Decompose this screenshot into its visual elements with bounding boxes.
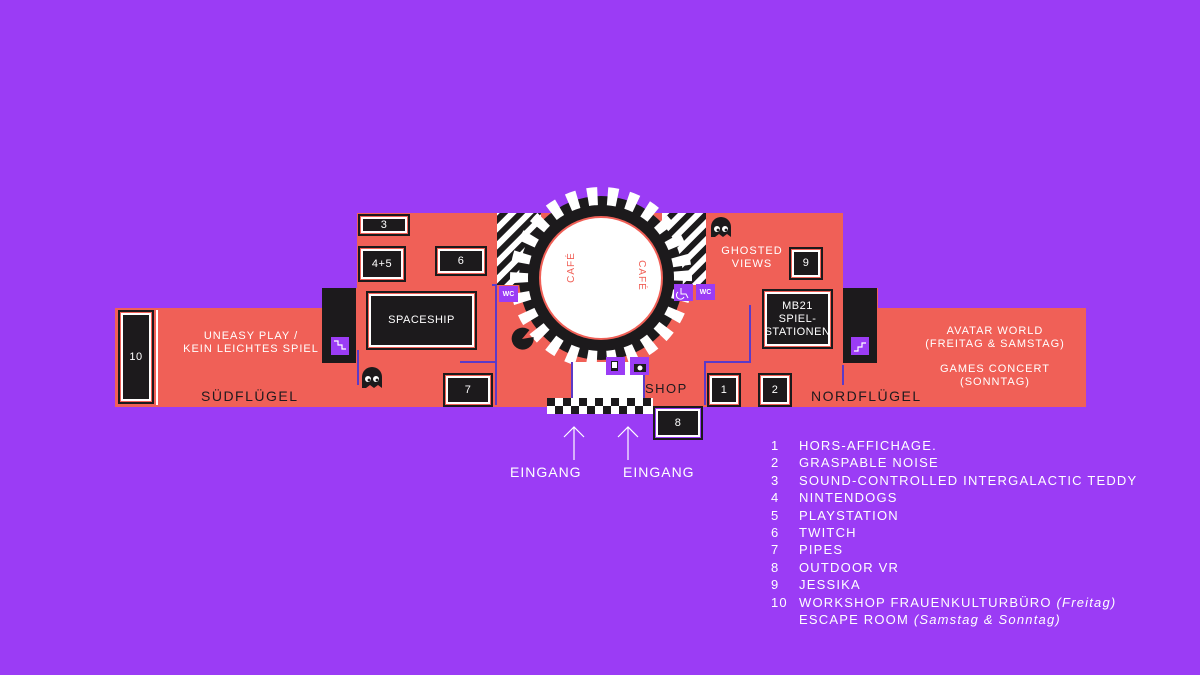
wall-line: [704, 305, 751, 405]
north-wing-label: NORDFLÜGEL: [811, 388, 922, 404]
legend-number: 2: [771, 455, 780, 471]
south-wing-label: SÜDFLÜGEL: [201, 388, 299, 404]
legend-note: (Freitag): [1056, 594, 1117, 610]
legend-label: PLAYSTATION: [799, 507, 899, 523]
avatar-world-line-2: (FREITAG & SAMSTAG): [925, 338, 1065, 350]
ghosted-views-label: GHOSTED VIEWS: [712, 245, 792, 271]
legend-label: OUTDOOR VR: [799, 559, 900, 575]
mb21-line-1: MB21: [782, 299, 813, 312]
legend-item: 7 PIPES: [771, 541, 1137, 558]
legend-number: 8: [771, 559, 780, 575]
legend-item: 1 HORS-AFFICHAGE.: [771, 437, 1137, 454]
wc-icon: WC: [499, 286, 518, 302]
legend: 1 HORS-AFFICHAGE. 2 GRASPABLE NOISE 3 SOUND-C…: [771, 437, 1137, 628]
ghost-icon: [711, 217, 731, 237]
legend-label: SOUND-CONTROLLED INTERGALACTIC TEDDY: [799, 472, 1138, 488]
legend-label: GRASPABLE NOISE: [799, 455, 939, 471]
legend-number: 4: [771, 490, 780, 506]
legend-item: 9 JESSIKA: [771, 576, 1137, 593]
booth-6[interactable]: 6: [435, 246, 487, 276]
legend-label: JESSIKA: [799, 577, 861, 593]
stairs-icon: [331, 337, 349, 355]
booth-8[interactable]: 8: [653, 406, 703, 440]
ghosted-views-line-2: VIEWS: [731, 258, 773, 270]
booth-9[interactable]: 9: [789, 247, 823, 280]
mb21-line-2: SPIEL-: [778, 312, 817, 325]
legend-number: 7: [771, 542, 780, 558]
legend-number: 5: [771, 507, 780, 523]
legend-label: NINTENDOGS: [799, 490, 898, 506]
avatar-world-label: AVATAR WORLD (FREITAG & SAMSTAG): [910, 325, 1080, 351]
games-concert-label: GAMES CONCERT (SONNTAG): [910, 363, 1080, 389]
legend-item: 4 NINTENDOGS: [771, 489, 1137, 506]
uneasy-play-line-1: UNEASY PLAY /: [203, 330, 299, 342]
shop-label: SHOP: [645, 381, 688, 396]
legend-number: 3: [771, 472, 780, 488]
legend-label: TWITCH: [799, 525, 857, 541]
legend-note: (Samstag & Sonntag): [913, 612, 1061, 628]
games-concert-line-1: GAMES CONCERT: [940, 363, 1050, 375]
legend-number: [771, 611, 799, 628]
booth-3[interactable]: 3: [358, 214, 410, 236]
accessible-icon: [674, 284, 693, 301]
legend-number: 10: [771, 594, 788, 610]
north-wing-floor: [876, 308, 1086, 407]
wall-line: [460, 284, 497, 363]
uneasy-play-label: UNEASY PLAY / KEIN LEICHTES SPIEL: [176, 330, 326, 356]
cafe-label-left: CAFÉ: [565, 252, 577, 283]
entrance-arrow-icon: [617, 426, 639, 460]
games-concert-line-2: (SONNTAG): [960, 376, 1030, 388]
entrance-label-left: EINGANG: [510, 464, 582, 480]
legend-item: ESCAPE ROOM (Samstag & Sonntag): [771, 611, 1137, 628]
ghost-icon: [362, 367, 382, 388]
legend-item: 10 WORKSHOP FRAUENKULTURBÜRO (Freitag): [771, 594, 1137, 611]
wc-icon: WC: [696, 284, 715, 300]
booth-4-5[interactable]: 4+5: [358, 246, 406, 282]
legend-label: HORS-AFFICHAGE.: [799, 438, 937, 453]
legend-item: 5 PLAYSTATION: [771, 507, 1137, 524]
booth-7[interactable]: 7: [443, 373, 493, 407]
legend-number: 1: [771, 438, 780, 453]
booth-1[interactable]: 1: [707, 373, 741, 407]
legend-item: 2 GRASPABLE NOISE: [771, 454, 1137, 471]
entrance-arrow-icon: [563, 426, 585, 460]
legend-item: 6 TWITCH: [771, 524, 1137, 541]
mb21-line-3: STATIONEN: [764, 325, 831, 338]
entrance-label-right: EINGANG: [623, 464, 695, 480]
cafe-label-right: CAFÉ: [635, 260, 647, 291]
ghosted-views-line-1: GHOSTED: [721, 245, 783, 257]
legend-item: 3 SOUND-CONTROLLED INTERGALACTIC TEDDY: [771, 472, 1137, 489]
legend-label: ESCAPE ROOM: [799, 612, 909, 628]
checkered-entrance: [547, 398, 653, 414]
booth-mb21[interactable]: MB21 SPIEL- STATIONEN: [762, 289, 833, 349]
avatar-world-line-1: AVATAR WORLD: [946, 325, 1044, 337]
legend-label: PIPES: [799, 542, 844, 558]
legend-number: 6: [771, 525, 780, 541]
booth-10[interactable]: 10: [118, 310, 154, 404]
legend-number: 9: [771, 577, 780, 593]
stairs-icon: [851, 337, 869, 355]
booth-2[interactable]: 2: [758, 373, 792, 407]
pacman-icon: [511, 327, 534, 350]
legend-label: WORKSHOP FRAUENKULTURBÜRO: [799, 594, 1052, 610]
legend-item: 8 OUTDOOR VR: [771, 559, 1137, 576]
uneasy-play-line-2: KEIN LEICHTES SPIEL: [183, 343, 319, 355]
booth-spaceship[interactable]: SPACESHIP: [366, 291, 477, 350]
